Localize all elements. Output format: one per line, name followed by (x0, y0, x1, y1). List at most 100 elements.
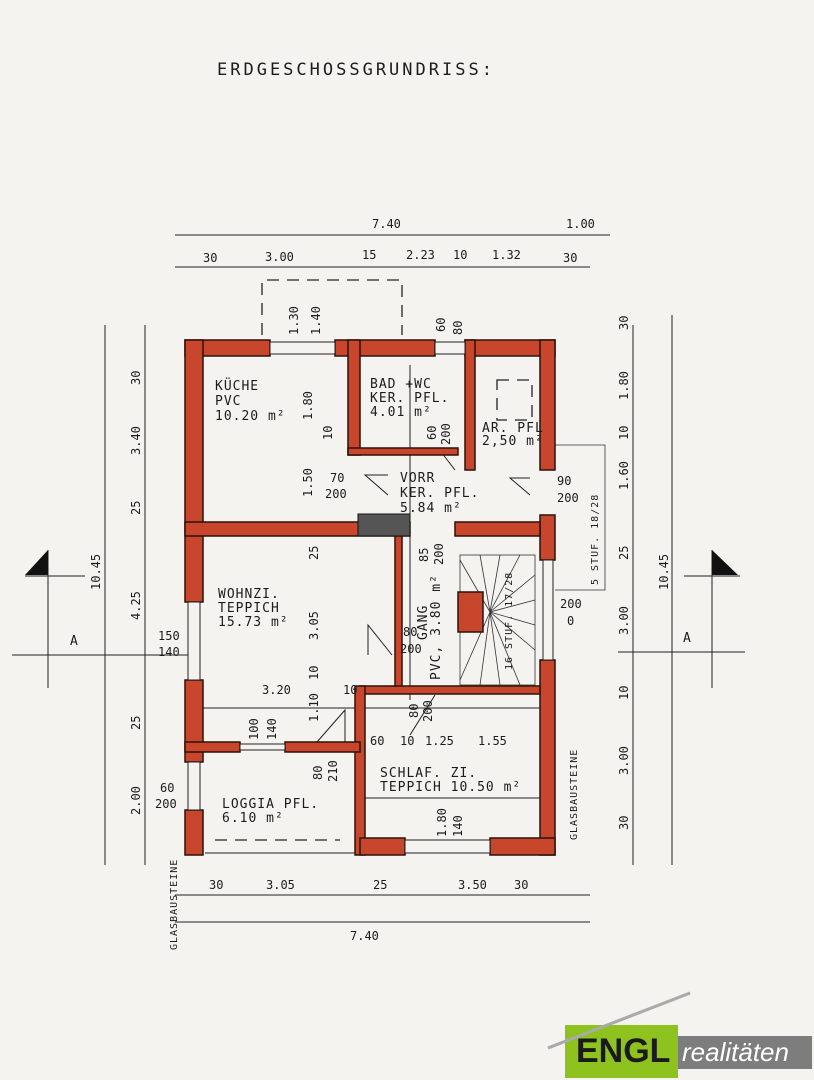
dimension-label: 60 (160, 781, 174, 795)
dimension-label: 90 (557, 474, 571, 488)
dimension-label: 25 (307, 546, 321, 560)
dimension-label: 3.00 (617, 606, 631, 635)
stair-outer-label: 5 STUF. 18/28 (590, 494, 601, 585)
wohnzi-name: WOHNZI. (218, 587, 280, 602)
dimension-label: 200 (560, 597, 582, 611)
dimension-label: 80 (407, 704, 421, 718)
dimension-label: 10.45 (657, 554, 671, 590)
chimney (357, 513, 411, 537)
dimension-label: 15 (362, 248, 376, 262)
gang-area: PVC, 3.80 m² (429, 574, 444, 680)
stair-treads (459, 554, 536, 686)
dimension-label: 30 (563, 251, 577, 265)
dimension-label: 200 (400, 642, 422, 656)
dimension-label: 140 (158, 645, 180, 659)
dimension-label: 10 (400, 734, 414, 748)
dimension-label: 1.80 (301, 391, 315, 420)
logo-grey-box (678, 1036, 812, 1069)
dimension-label: 3.00 (617, 746, 631, 775)
gang-name: GANG (416, 605, 431, 640)
dimension-label: 1.80 (617, 371, 631, 400)
dimension-label: 70 (330, 471, 344, 485)
kueche-floor: PVC (215, 394, 241, 409)
dimension-label: 1.55 (478, 734, 507, 748)
dimension-label: 30 (617, 316, 631, 330)
dimension-label: 25 (129, 716, 143, 730)
dimension-label: 30 (514, 878, 528, 892)
dimension-labels: 7.40 1.00 30 3.00 15 2.23 10 1.32 30 30 … (89, 217, 671, 943)
dimension-label: 3.00 (265, 250, 294, 264)
section-marker-right-icon (712, 550, 738, 575)
dimension-label: 1.50 (301, 468, 315, 497)
dimension-label: 30 (617, 816, 631, 830)
loggia-area: 6.10 m² (222, 811, 284, 826)
glass-label-left: GLASBAUSTEINE (169, 859, 180, 950)
dimension-label: 60 (425, 426, 439, 440)
dimension-label: 200 (439, 423, 453, 445)
section-label-right: A (683, 631, 692, 646)
schlaf-name: SCHLAF. ZI. (380, 766, 477, 781)
dimension-label: 140 (265, 718, 279, 740)
dimension-label: 10 (321, 426, 335, 440)
ar-name: AR. PFL (482, 421, 544, 436)
dimension-label: 150 (158, 629, 180, 643)
dimension-label: 7.40 (372, 217, 401, 231)
bad-name: BAD +WC (370, 377, 432, 392)
dimension-label: 10 (453, 248, 467, 262)
dimension-label: 3.20 (262, 683, 291, 697)
wohnzi-floor: TEPPICH (218, 601, 280, 616)
logo-suffix: realitäten (682, 1037, 789, 1067)
dimension-label: 25 (129, 501, 143, 515)
vorr-floor: KER. PFL. (400, 486, 479, 501)
dimension-label: 80 (451, 321, 465, 335)
dimension-label: 200 (421, 700, 435, 722)
dimension-label: 1.80 (435, 808, 449, 837)
stair-inner-label: 16 STUF. 17/28 (504, 572, 515, 670)
dimension-label: 3.05 (307, 611, 321, 640)
dimension-label: 1.30 (287, 306, 301, 335)
windows (187, 341, 554, 854)
bad-floor: KER. PFL. (370, 391, 449, 406)
dimension-label: 10.45 (89, 554, 103, 590)
dimension-label: 100 (247, 718, 261, 740)
dimension-label: 10 (343, 683, 357, 697)
dimension-label: 7.40 (350, 929, 379, 943)
ar-area: 2,50 m² (482, 434, 544, 449)
dimension-label: 200 (325, 487, 347, 501)
dimension-label: 2.23 (406, 248, 435, 262)
vorr-area: 5.84 m² (400, 501, 462, 516)
dimension-label: 1.10 (307, 693, 321, 722)
loggia-name: LOGGIA PFL. (222, 797, 319, 812)
dimension-label: 80 (311, 766, 325, 780)
dimension-label: 10 (307, 666, 321, 680)
dimension-lines (12, 234, 745, 923)
dimension-label: 3.50 (458, 878, 487, 892)
dimension-label: 0 (567, 614, 574, 628)
section-marker-left-icon (25, 550, 48, 575)
dimension-label: 85 (417, 548, 431, 562)
dimension-label: 3.05 (266, 878, 295, 892)
room-labels: KÜCHE PVC 10.20 m² BAD +WC KER. PFL. 4.0… (70, 377, 692, 950)
dimension-label: 210 (326, 760, 340, 782)
walls (184, 339, 556, 856)
bad-area: 4.01 m² (370, 405, 432, 420)
kueche-area: 10.20 m² (215, 409, 286, 424)
dimension-label: 200 (432, 543, 446, 565)
dimension-label: 1.40 (309, 306, 323, 335)
dimension-label: 1.60 (617, 461, 631, 490)
dimension-label: 2.00 (129, 786, 143, 815)
dimension-label: 30 (209, 878, 223, 892)
dimension-label: 200 (155, 797, 177, 811)
dimension-label: 60 (370, 734, 384, 748)
dimension-label: 10 (617, 686, 631, 700)
schlaf-area: TEPPICH 10.50 m² (380, 780, 521, 795)
dimension-label: 10 (617, 426, 631, 440)
dimension-label: 25 (617, 546, 631, 560)
wohnzi-area: 15.73 m² (218, 615, 289, 630)
dimension-label: 1.00 (566, 217, 595, 231)
dimension-label: 30 (129, 371, 143, 385)
logo-brand: ENGL (576, 1032, 671, 1070)
glass-label-right: GLASBAUSTEINE (569, 749, 580, 840)
dimension-label: 25 (373, 878, 387, 892)
dimension-label: 80 (403, 625, 417, 639)
